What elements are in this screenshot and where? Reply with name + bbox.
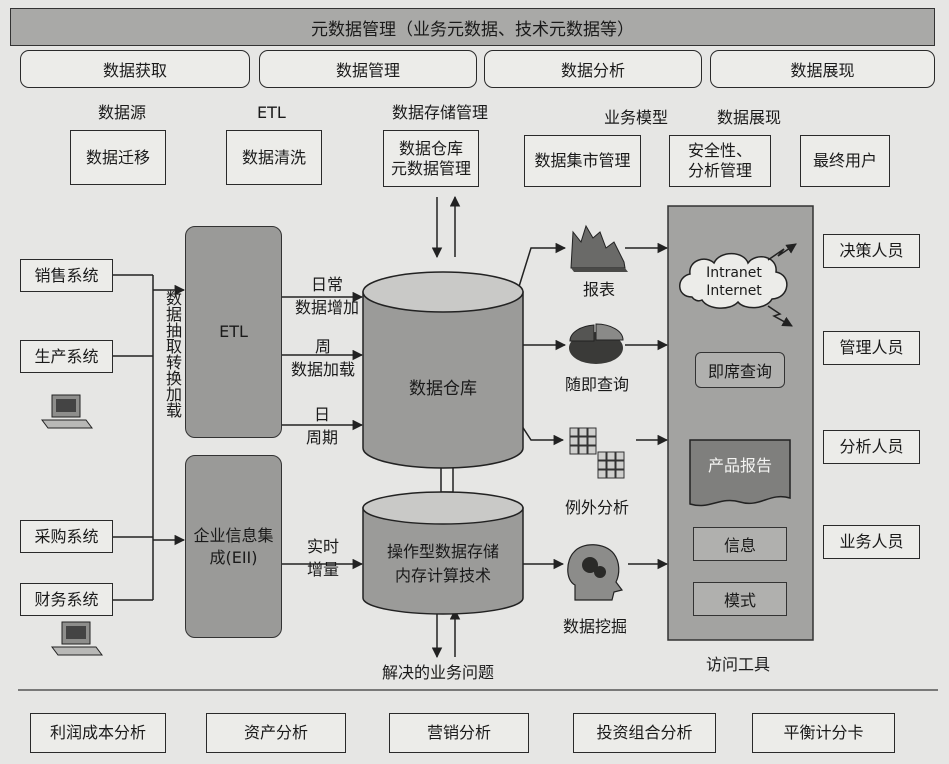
phase-acquisition: 数据获取 (20, 50, 250, 88)
source-finance: 财务系统 (20, 583, 113, 616)
warehouse-label: 数据仓库 (409, 379, 477, 399)
user-manager: 管理人员 (823, 331, 920, 365)
tool-data-mining-label: 数据挖掘 (563, 617, 628, 636)
label-daily-period: 日周期 (305, 405, 338, 447)
source-sales: 销售系统 (20, 259, 113, 292)
product-report-document (689, 439, 791, 507)
access-tools-label: 访问工具 (706, 655, 771, 674)
phase-management: 数据管理 (259, 50, 477, 88)
app-portfolio: 投资组合分析 (573, 713, 716, 753)
app-asset: 资产分析 (206, 713, 346, 753)
phase-analysis: 数据分析 (484, 50, 702, 88)
access-product-report: 产品报告 (707, 456, 772, 475)
label-data-presentation: 数据展现 (717, 108, 782, 127)
network-cloud-icon (679, 252, 788, 309)
business-problems-label: 解决的业务问题 (382, 663, 495, 682)
lightning-icon (767, 243, 797, 261)
box-data-migration: 数据迁移 (70, 130, 166, 185)
report-chart-icon (570, 224, 628, 272)
tool-adhoc-query-label: 随即查询 (565, 375, 630, 394)
label-daily-increment: 日常数据增加 (294, 275, 359, 317)
box-end-user: 最终用户 (800, 135, 890, 187)
label-data-source: 数据源 (98, 103, 147, 122)
user-analyst: 分析人员 (823, 430, 920, 464)
user-business: 业务人员 (823, 525, 920, 559)
app-marketing: 营销分析 (389, 713, 529, 753)
ods-cylinder (362, 491, 524, 615)
label-storage-management: 数据存储管理 (392, 103, 489, 122)
eii-box: 企业信息集成(EII) (185, 455, 282, 638)
label-etl: ETL (257, 103, 286, 122)
access-information: 信息 (693, 527, 787, 561)
data-warehouse-cylinder (362, 271, 524, 469)
computer-icon (41, 394, 93, 429)
tool-report-label: 报表 (583, 280, 616, 299)
label-realtime-increment: 实时增量 (306, 537, 339, 579)
source-production: 生产系统 (20, 340, 113, 373)
box-dw-metadata: 数据仓库 元数据管理 (383, 130, 479, 187)
phase-presentation: 数据展现 (710, 50, 935, 88)
lightning-icon (767, 305, 793, 327)
computer-icon (51, 621, 103, 656)
pie-chart-icon (569, 323, 624, 364)
ods-label: 操作型数据存储内存计算技术 (386, 542, 499, 585)
box-data-cleaning: 数据清洗 (226, 130, 322, 185)
access-pattern: 模式 (693, 582, 787, 616)
user-decision-maker: 决策人员 (823, 234, 920, 268)
app-profit-cost: 利润成本分析 (30, 713, 166, 753)
box-security: 安全性、 分析管理 (669, 135, 771, 187)
app-balanced-scorecard: 平衡计分卡 (752, 713, 895, 753)
title-text: 元数据管理（业务元数据、技术元数据等） (311, 19, 634, 40)
etl-box: ETL (185, 226, 282, 438)
label-weekly-load: 周数据加载 (290, 337, 355, 379)
head-mining-icon (567, 544, 624, 601)
cube-grid-icon (569, 427, 625, 479)
box-data-mart: 数据集市管理 (524, 135, 641, 187)
label-business-model: 业务模型 (604, 108, 669, 127)
metadata-title-bar: 元数据管理（业务元数据、技术元数据等） (10, 8, 935, 46)
source-purchasing: 采购系统 (20, 520, 113, 553)
tool-exception-analysis-label: 例外分析 (565, 498, 630, 517)
extract-transform-load-label: 数据抽取转换加载 (163, 290, 182, 418)
access-adhoc-query: 即席查询 (695, 352, 785, 388)
